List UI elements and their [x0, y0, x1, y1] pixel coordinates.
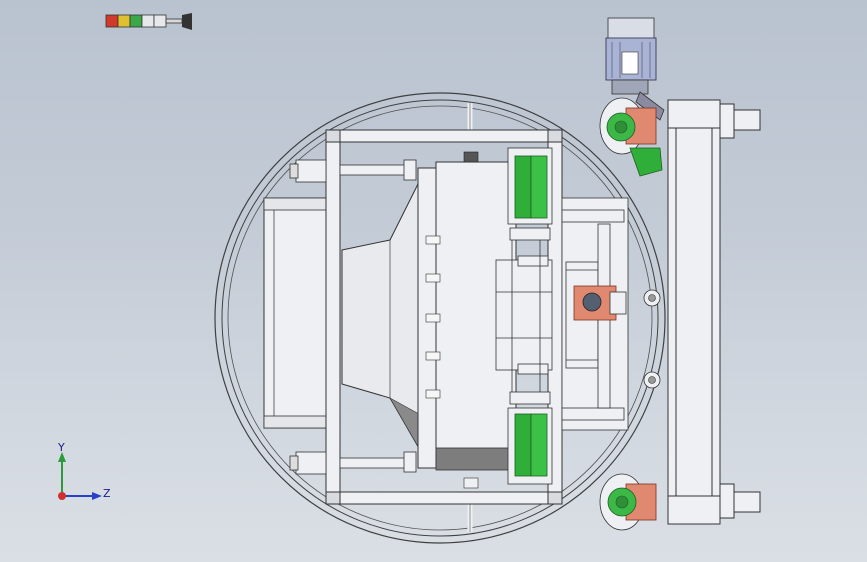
green-roller-top — [507, 147, 553, 225]
drive-motor — [605, 17, 665, 121]
hopper-funnel — [341, 167, 437, 469]
left-housing-frame — [263, 197, 333, 429]
drive-wheel-top — [599, 97, 663, 177]
tower-light-icon[interactable] — [104, 12, 196, 32]
center-gearbox — [573, 285, 627, 321]
green-roller-bottom — [507, 407, 553, 485]
internal-linkage — [495, 227, 553, 405]
drive-wheel-bottom — [599, 473, 657, 531]
axis-label-y: Y — [58, 441, 65, 454]
circular-housing — [214, 92, 666, 544]
pneumatic-cylinder-top — [289, 159, 417, 183]
right-support-frame — [667, 99, 761, 525]
pneumatic-cylinder-bottom — [289, 451, 417, 475]
axis-triad-icon — [58, 452, 102, 500]
axis-label-z: Z — [103, 487, 111, 500]
